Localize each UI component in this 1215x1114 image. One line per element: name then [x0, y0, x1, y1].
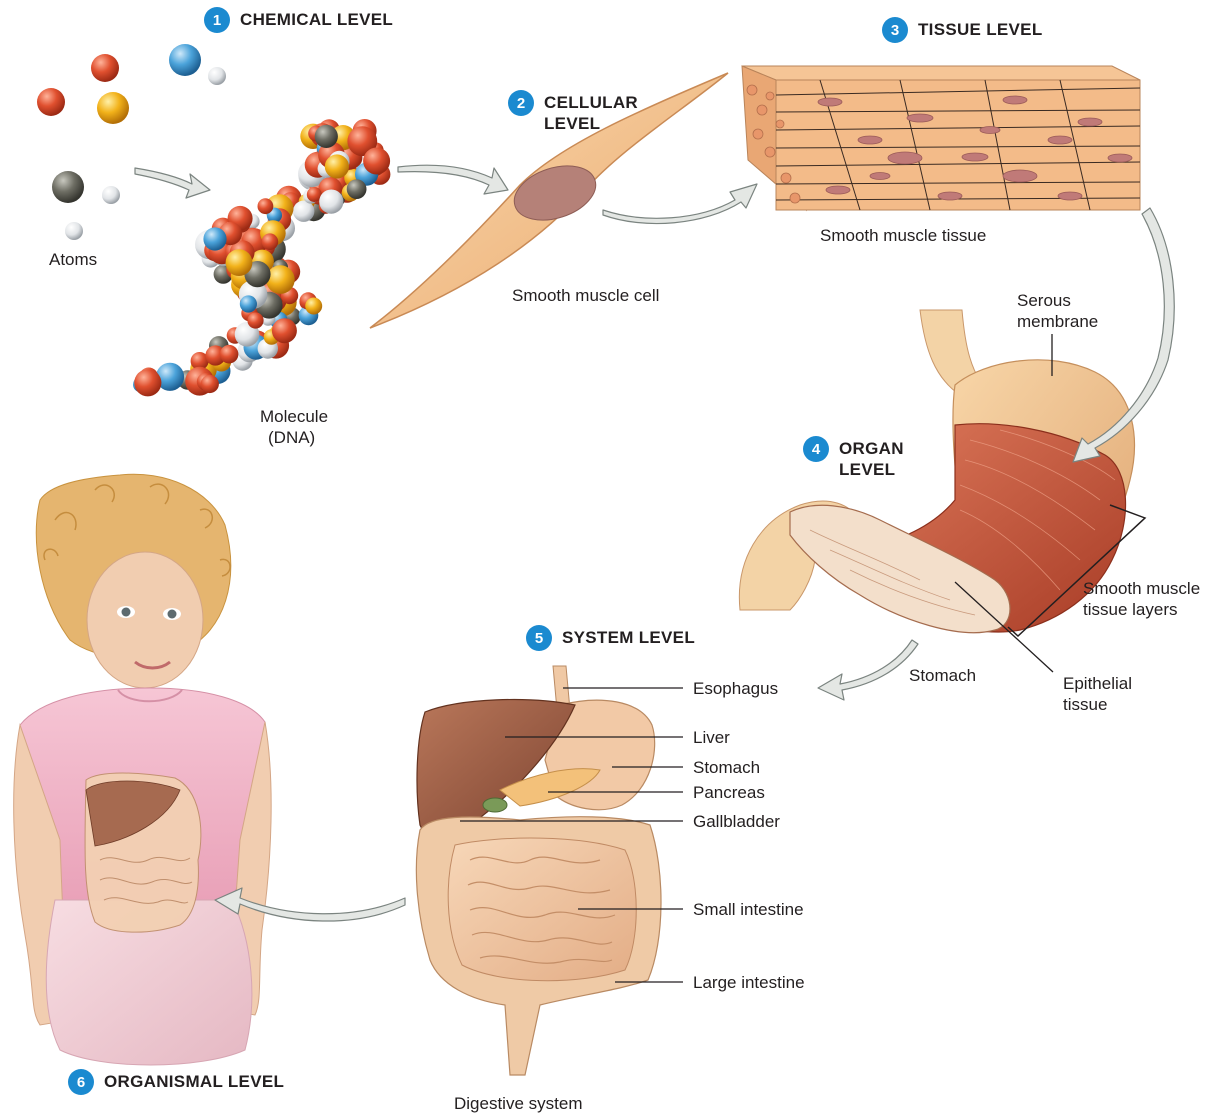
organismal-level-heading: 6 ORGANISMAL LEVEL	[68, 1071, 284, 1095]
level-5-badge: 5	[526, 625, 552, 651]
chemical-level-heading: 1 CHEMICAL LEVEL	[204, 9, 393, 33]
dna-atom-sphere	[347, 179, 367, 199]
dna-atom-sphere	[240, 295, 257, 312]
dna-atom-sphere	[134, 369, 161, 396]
dna-atom-sphere	[319, 190, 343, 214]
arrow-molecule-to-cell	[398, 165, 508, 194]
smooth-muscle-cell-label: Smooth muscle cell	[512, 285, 659, 306]
arrow-atoms-to-molecule	[135, 168, 210, 198]
stomach-organ-label: Stomach	[909, 665, 976, 686]
level-4-badge: 4	[803, 436, 829, 462]
large-intestine-label: Large intestine	[693, 972, 805, 993]
dna-atom-sphere	[266, 265, 295, 294]
arrow-organ-to-system	[818, 640, 918, 700]
system-level-title: SYSTEM LEVEL	[562, 627, 695, 648]
serous-membrane-label-line1: Serous	[1017, 290, 1071, 311]
molecule-dna-label: (DNA)	[268, 427, 315, 448]
chemical-level-title: CHEMICAL LEVEL	[240, 9, 393, 30]
digestive-system-label: Digestive system	[454, 1093, 582, 1114]
tissue-level-title: TISSUE LEVEL	[918, 19, 1043, 40]
dna-atom-sphere	[220, 345, 239, 364]
cellular-level-title-line1: CELLULAR	[544, 92, 638, 113]
digestive-system-illustration	[416, 666, 661, 1075]
smooth-muscle-layers-label-line2: tissue layers	[1083, 599, 1177, 620]
organ-level-title-line2: LEVEL	[839, 459, 904, 480]
liver-label: Liver	[693, 727, 730, 748]
tissue-level-heading: 3 TISSUE LEVEL	[882, 19, 1043, 43]
child-organism-illustration	[14, 474, 271, 1065]
smooth-muscle-tissue-label: Smooth muscle tissue	[820, 225, 986, 246]
dna-atom-sphere	[247, 312, 263, 328]
organismal-level-title: ORGANISMAL LEVEL	[104, 1071, 284, 1092]
organ-level-title-line1: ORGAN	[839, 438, 904, 459]
smooth-muscle-tissue-illustration	[742, 66, 1140, 210]
molecule-label: Molecule	[260, 406, 328, 427]
arrow-cell-to-tissue	[603, 184, 757, 224]
pancreas-label: Pancreas	[693, 782, 765, 803]
dna-atom-sphere	[226, 249, 253, 276]
dna-atom-sphere	[203, 227, 226, 250]
level-6-badge: 6	[68, 1069, 94, 1095]
level-1-badge: 1	[204, 7, 230, 33]
level-2-badge: 2	[508, 90, 534, 116]
dna-atom-sphere	[305, 298, 322, 315]
epithelial-tissue-label-line2: tissue	[1063, 694, 1107, 715]
dna-atom-sphere	[201, 375, 219, 393]
dna-atom-sphere	[258, 198, 274, 214]
cellular-level-heading: 2 CELLULAR LEVEL	[508, 92, 638, 134]
epithelial-tissue-label-line1: Epithelial	[1063, 673, 1132, 694]
serous-membrane-label-line2: membrane	[1017, 311, 1098, 332]
dna-atom-sphere	[315, 125, 338, 148]
dna-atom-sphere	[272, 318, 297, 343]
dna-molecule-illustration	[133, 119, 390, 396]
atoms-illustration	[37, 44, 226, 240]
dna-atom-sphere	[262, 233, 279, 250]
dna-atom-sphere	[293, 201, 314, 222]
smooth-muscle-layers-label-line1: Smooth muscle	[1083, 578, 1200, 599]
organ-level-heading: 4 ORGAN LEVEL	[803, 438, 904, 480]
small-intestine-label: Small intestine	[693, 899, 804, 920]
gallbladder-label: Gallbladder	[693, 811, 780, 832]
stomach-system-label: Stomach	[693, 757, 760, 778]
esophagus-label: Esophagus	[693, 678, 778, 699]
cellular-level-title-line2: LEVEL	[544, 113, 638, 134]
dna-atom-sphere	[325, 154, 349, 178]
atoms-label: Atoms	[49, 249, 97, 270]
system-level-heading: 5 SYSTEM LEVEL	[526, 627, 695, 651]
dna-atom-sphere	[363, 148, 390, 175]
level-3-badge: 3	[882, 17, 908, 43]
